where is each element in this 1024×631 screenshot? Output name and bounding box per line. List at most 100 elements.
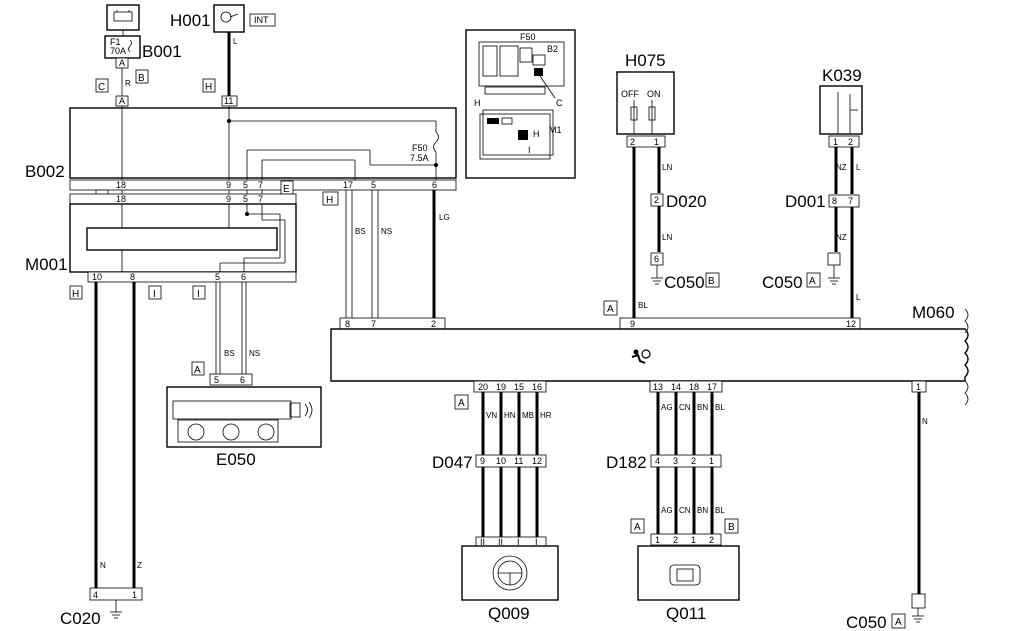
svg-text:BN: BN bbox=[697, 506, 708, 515]
svg-text:2: 2 bbox=[848, 137, 853, 147]
svg-text:HR: HR bbox=[540, 411, 552, 420]
label-d020: D020 bbox=[666, 192, 707, 211]
svg-text:OFF: OFF bbox=[621, 89, 639, 99]
fuse-icon bbox=[128, 39, 132, 53]
svg-text:H: H bbox=[533, 129, 540, 139]
svg-text:1: 1 bbox=[833, 137, 838, 147]
svg-text:A: A bbox=[458, 398, 465, 409]
label-h075: H075 bbox=[625, 51, 666, 70]
k039-switch bbox=[819, 85, 863, 135]
label-q009: Q009 bbox=[488, 604, 530, 623]
svg-text:NS: NS bbox=[249, 349, 260, 358]
svg-text:B: B bbox=[728, 522, 735, 533]
svg-text:7: 7 bbox=[848, 196, 853, 206]
svg-text:2: 2 bbox=[673, 535, 678, 545]
svg-text:II: II bbox=[480, 537, 485, 547]
svg-text:5: 5 bbox=[215, 272, 220, 282]
label-e050: E050 bbox=[216, 450, 256, 469]
svg-text:18: 18 bbox=[116, 180, 126, 190]
svg-text:B: B bbox=[138, 73, 145, 84]
svg-text:12: 12 bbox=[532, 456, 542, 466]
svg-text:NZ: NZ bbox=[836, 233, 847, 242]
battery-icon bbox=[113, 11, 133, 22]
svg-text:A: A bbox=[194, 365, 201, 376]
label-k039: K039 bbox=[822, 66, 862, 85]
svg-text:1: 1 bbox=[132, 590, 137, 600]
q011-unit bbox=[637, 545, 740, 601]
svg-text:2: 2 bbox=[691, 456, 696, 466]
svg-text:6: 6 bbox=[654, 254, 659, 264]
h075-switch bbox=[616, 71, 675, 135]
svg-text:4: 4 bbox=[93, 590, 98, 600]
svg-text:15: 15 bbox=[514, 382, 524, 392]
svg-text:A: A bbox=[634, 522, 641, 533]
location-inset bbox=[465, 29, 576, 179]
svg-text:2: 2 bbox=[709, 535, 714, 545]
passenger-airbag-icon bbox=[669, 564, 701, 586]
svg-text:4: 4 bbox=[655, 456, 660, 466]
label-d001: D001 bbox=[785, 192, 826, 211]
svg-text:I: I bbox=[153, 289, 156, 300]
svg-text:I: I bbox=[197, 289, 200, 300]
svg-text:H: H bbox=[205, 82, 212, 93]
svg-text:BS: BS bbox=[355, 227, 366, 236]
svg-text:L: L bbox=[856, 163, 861, 172]
svg-text:Z: Z bbox=[137, 561, 142, 570]
svg-text:1: 1 bbox=[691, 535, 696, 545]
label-m001: M001 bbox=[25, 255, 68, 274]
svg-text:LN: LN bbox=[662, 233, 672, 242]
h001-switch bbox=[213, 4, 245, 33]
svg-text:BL: BL bbox=[638, 301, 648, 310]
svg-text:BL: BL bbox=[715, 403, 725, 412]
svg-text:5: 5 bbox=[371, 180, 376, 190]
svg-text:LG: LG bbox=[439, 213, 450, 222]
label-b001: B001 bbox=[142, 42, 182, 61]
label-c050-2: C050 bbox=[762, 273, 803, 292]
label-q011: Q011 bbox=[666, 604, 706, 623]
svg-text:LN: LN bbox=[662, 163, 672, 172]
svg-text:A: A bbox=[119, 58, 125, 68]
fuse-f1-label: F1 bbox=[110, 37, 121, 47]
svg-text:A: A bbox=[895, 617, 902, 628]
svg-text:9: 9 bbox=[480, 456, 485, 466]
svg-text:H: H bbox=[72, 289, 79, 300]
svg-text:1: 1 bbox=[709, 456, 714, 466]
svg-text:8: 8 bbox=[345, 319, 350, 329]
svg-text:M1: M1 bbox=[549, 125, 562, 135]
svg-text:7: 7 bbox=[371, 319, 376, 329]
svg-text:7: 7 bbox=[258, 180, 263, 190]
svg-text:14: 14 bbox=[671, 382, 681, 392]
svg-text:16: 16 bbox=[532, 382, 542, 392]
svg-text:A: A bbox=[607, 304, 614, 315]
svg-text:B2: B2 bbox=[547, 44, 558, 54]
svg-text:10: 10 bbox=[92, 272, 102, 282]
svg-text:B: B bbox=[708, 276, 715, 287]
svg-text:11: 11 bbox=[514, 456, 523, 466]
svg-text:5: 5 bbox=[243, 194, 248, 204]
battery-symbol bbox=[106, 4, 140, 31]
svg-text:6: 6 bbox=[241, 272, 246, 282]
svg-text:BN: BN bbox=[697, 403, 708, 412]
svg-text:A: A bbox=[119, 96, 125, 106]
passenger-icon bbox=[257, 423, 275, 441]
svg-text:N: N bbox=[922, 417, 928, 426]
svg-text:BL: BL bbox=[715, 506, 725, 515]
svg-text:7: 7 bbox=[258, 194, 263, 204]
svg-text:10: 10 bbox=[496, 456, 506, 466]
svg-text:L: L bbox=[233, 37, 238, 46]
m001-display bbox=[86, 227, 278, 251]
steering-wheel-icon bbox=[492, 555, 528, 591]
svg-text:20: 20 bbox=[478, 382, 488, 392]
svg-text:1: 1 bbox=[916, 382, 921, 392]
svg-text:CN: CN bbox=[679, 506, 691, 515]
b002-unit bbox=[69, 107, 457, 179]
label-d047: D047 bbox=[432, 453, 473, 472]
svg-text:I: I bbox=[535, 537, 538, 547]
steering-icon bbox=[222, 423, 240, 441]
svg-text:19: 19 bbox=[496, 382, 506, 392]
svg-text:AG: AG bbox=[661, 403, 673, 412]
label-c020: C020 bbox=[60, 609, 101, 628]
label-h001: H001 bbox=[170, 11, 211, 30]
svg-text:11: 11 bbox=[224, 96, 233, 106]
label-d182: D182 bbox=[606, 453, 647, 472]
